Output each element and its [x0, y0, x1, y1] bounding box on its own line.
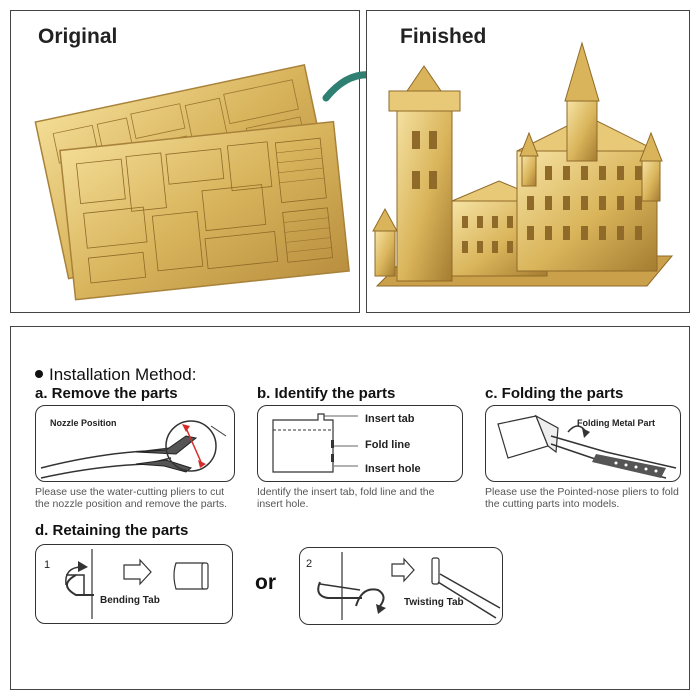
nozzle-position-label: Nozzle Position	[50, 418, 117, 428]
method-heading: Installation Method:	[35, 365, 196, 385]
metal-sheets-image	[34, 64, 350, 301]
option-2-number: 2	[306, 558, 313, 570]
step-b-description: Identify the insert tab, fold line and t…	[257, 486, 435, 510]
bending-tab-label: Bending Tab	[100, 595, 160, 606]
step-c-title: c. Folding the parts	[485, 385, 624, 402]
option-1-number: 1	[44, 559, 51, 571]
step-d-title: d. Retaining the parts	[35, 522, 189, 539]
twisting-tab-label: Twisting Tab	[404, 597, 464, 608]
fold-line-label: Fold line	[365, 439, 411, 451]
bending-tab-diagram: 1 Bending Tab	[35, 544, 233, 624]
step-b-title: b. Identify the parts	[257, 385, 396, 402]
twisting-tab-icon	[317, 552, 501, 620]
step-a-title: a. Remove the parts	[35, 385, 178, 402]
original-panel: Original	[10, 10, 360, 313]
pliers-cutting-icon	[40, 420, 227, 479]
finished-title: Finished	[400, 25, 487, 48]
pliers-folding-icon	[497, 414, 677, 479]
step-c-diagram: Folding Metal Part	[485, 405, 681, 482]
part-outline-icon	[272, 413, 358, 473]
method-title: Installation Method:	[49, 365, 197, 384]
or-text: or	[255, 571, 276, 594]
insert-tab-label: Insert tab	[365, 413, 415, 425]
step-a-description: Please use the water-cutting pliers to c…	[35, 486, 228, 510]
instructions-panel: Installation Method: a. Remove the parts…	[10, 326, 690, 690]
bending-tab-icon	[65, 549, 209, 619]
finished-panel: Finished	[366, 10, 690, 313]
insert-hole-label: Insert hole	[365, 463, 421, 475]
step-a-diagram: Nozzle Position	[35, 405, 235, 482]
bullet-icon	[35, 369, 43, 378]
original-title: Original	[38, 25, 118, 48]
castle-model-image	[372, 41, 674, 287]
step-c-description: Please use the Pointed-nose pliers to fo…	[485, 486, 679, 510]
twisting-tab-diagram: 2 Twisting Tab	[299, 547, 503, 625]
step-b-diagram: Insert tab Fold line Insert hole	[257, 405, 463, 482]
folding-metal-part-label: Folding Metal Part	[577, 418, 656, 428]
